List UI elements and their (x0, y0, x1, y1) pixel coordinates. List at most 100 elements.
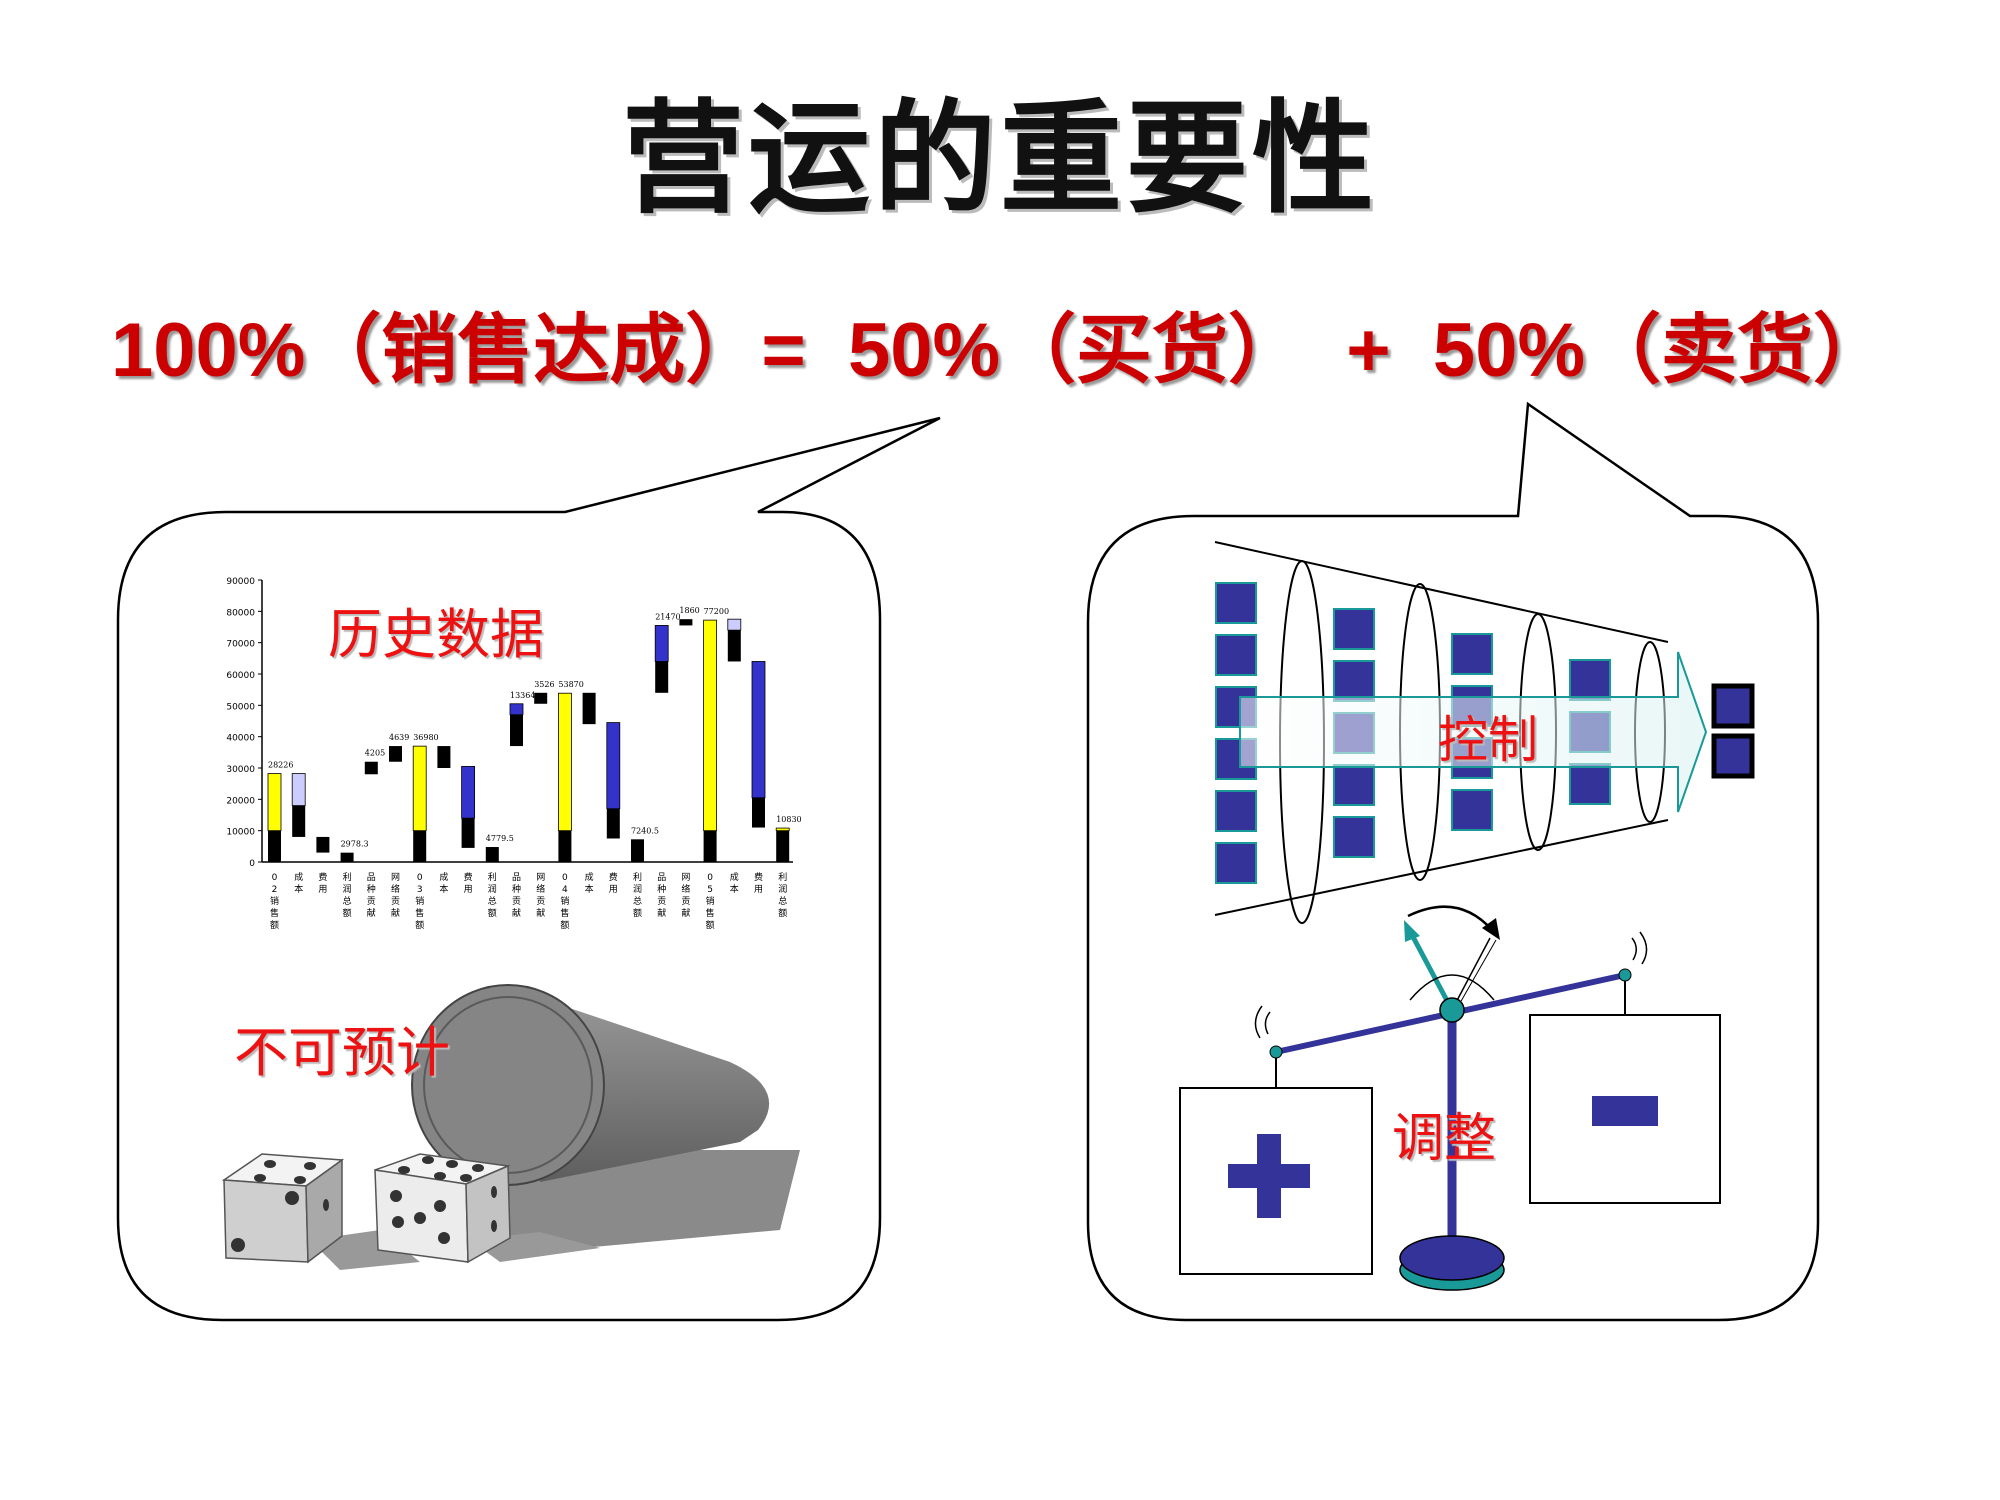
data-label: 53870 (558, 680, 583, 689)
x-category-label: 品种贡献 (512, 872, 521, 919)
dice-pip (446, 1160, 458, 1168)
bar-segment-yellow (703, 619, 717, 832)
data-label: 4205 (365, 749, 385, 758)
bar-segment-yellow (267, 773, 282, 832)
bar-segment-black (437, 746, 451, 768)
dice-pip (398, 1166, 410, 1174)
x-category-label: 成本 (730, 871, 739, 895)
bar-segment-black (389, 746, 402, 762)
dice-pip (434, 1200, 446, 1212)
dice-pip (460, 1174, 472, 1182)
bar-segment-lavender (727, 618, 742, 631)
x-category-label: 利润总额 (778, 871, 787, 919)
y-tick-label: 50000 (226, 702, 255, 712)
x-category-label: 费用 (754, 871, 763, 895)
scale-needle (1409, 933, 1455, 1012)
bar-segment-blue (654, 625, 669, 662)
x-category-label: 利润总额 (343, 871, 352, 919)
beam-end (1618, 968, 1632, 982)
data-label: 10830 (776, 815, 801, 824)
x-category-label: 费用 (464, 871, 473, 895)
swing-arrow-head (1482, 918, 1500, 940)
bar-segment-lavender (291, 773, 306, 806)
bar-segment-blue (461, 766, 476, 819)
bar-segment-black (534, 692, 548, 704)
scale-base (1399, 1235, 1505, 1281)
bar-segment-black (703, 830, 717, 862)
dice-pip (472, 1164, 484, 1172)
dice-pip (491, 1220, 497, 1232)
motion-mark (1254, 1005, 1271, 1039)
dice-pip (231, 1238, 245, 1252)
x-category-label: 网络贡献 (681, 872, 690, 919)
y-tick-label: 90000 (226, 577, 255, 587)
data-label: 4779.5 (486, 834, 514, 843)
bar-segment-black (268, 830, 281, 862)
funnel-square (1215, 634, 1257, 676)
equation: 100%（销售达成）= 50%（买货） + 50%（卖货） (0, 288, 2000, 398)
y-tick-label: 40000 (226, 734, 255, 744)
data-label: 36980 (413, 733, 438, 742)
funnel-square (1333, 816, 1375, 858)
funnel-square (1333, 608, 1375, 650)
scale-needle-tip (1404, 920, 1420, 942)
dice-side (465, 1164, 511, 1264)
dice-pip (438, 1232, 450, 1244)
dice-pip (434, 1172, 446, 1180)
dice-pip (323, 1199, 329, 1211)
y-tick-label: 80000 (226, 608, 255, 618)
x-category-label: 费用 (609, 871, 618, 895)
x-category-label: 品种贡献 (367, 872, 376, 919)
equation-total: 100%（销售达成）= (110, 308, 806, 393)
dice-right (374, 1153, 600, 1264)
bar-segment-blue (606, 722, 621, 810)
bar-segment-black (679, 619, 693, 626)
dice-pip (392, 1216, 404, 1228)
dice-side (305, 1158, 343, 1264)
data-label: 7240.5 (631, 826, 659, 835)
dice-pip (285, 1191, 299, 1205)
data-label: 2978.3 (341, 840, 369, 849)
bar-segment-yellow (775, 827, 790, 832)
funnel-square (1451, 633, 1493, 675)
output-square (1711, 733, 1755, 779)
bar-segment-black (340, 852, 354, 862)
control-funnel (1214, 541, 1755, 924)
label-history-data: 历史数据 (328, 603, 544, 666)
data-label: 13364 (510, 691, 535, 700)
data-label: 4639 (389, 733, 409, 742)
bar-chart: 0100002000030000400005000060000700008000… (226, 577, 801, 931)
bar-segment-black (655, 661, 669, 693)
output-square (1711, 683, 1755, 729)
funnel-square (1569, 659, 1611, 701)
data-label: 21470 (655, 612, 680, 621)
x-category-label: 利润总额 (488, 871, 497, 919)
bar-segment-black (413, 830, 427, 862)
data-label: 1860 (679, 606, 699, 615)
bar-segment-black (606, 808, 620, 839)
x-category-label: 成本 (294, 871, 303, 895)
minus-icon (1592, 1096, 1658, 1126)
dice-pip (390, 1190, 402, 1202)
dice-pip (491, 1186, 497, 1198)
bar-segment-yellow (412, 745, 427, 832)
scale-needle-ghost (1451, 937, 1491, 1011)
data-label: 28226 (268, 761, 293, 770)
funnel-square (1333, 764, 1375, 806)
bar-segment-yellow (558, 692, 572, 832)
scale-needle-ghost (1455, 939, 1497, 1011)
bar-segment-black (364, 761, 378, 775)
bar-segment-black (776, 830, 790, 862)
funnel-square (1215, 790, 1257, 832)
bar-segment-black (582, 692, 596, 725)
label-control: 控制 (1438, 711, 1538, 769)
x-category-label: 成本 (585, 871, 594, 895)
label-adjust: 调整 (1392, 1109, 1497, 1169)
dice-pip (422, 1156, 434, 1164)
swing-arrow (1407, 905, 1493, 931)
